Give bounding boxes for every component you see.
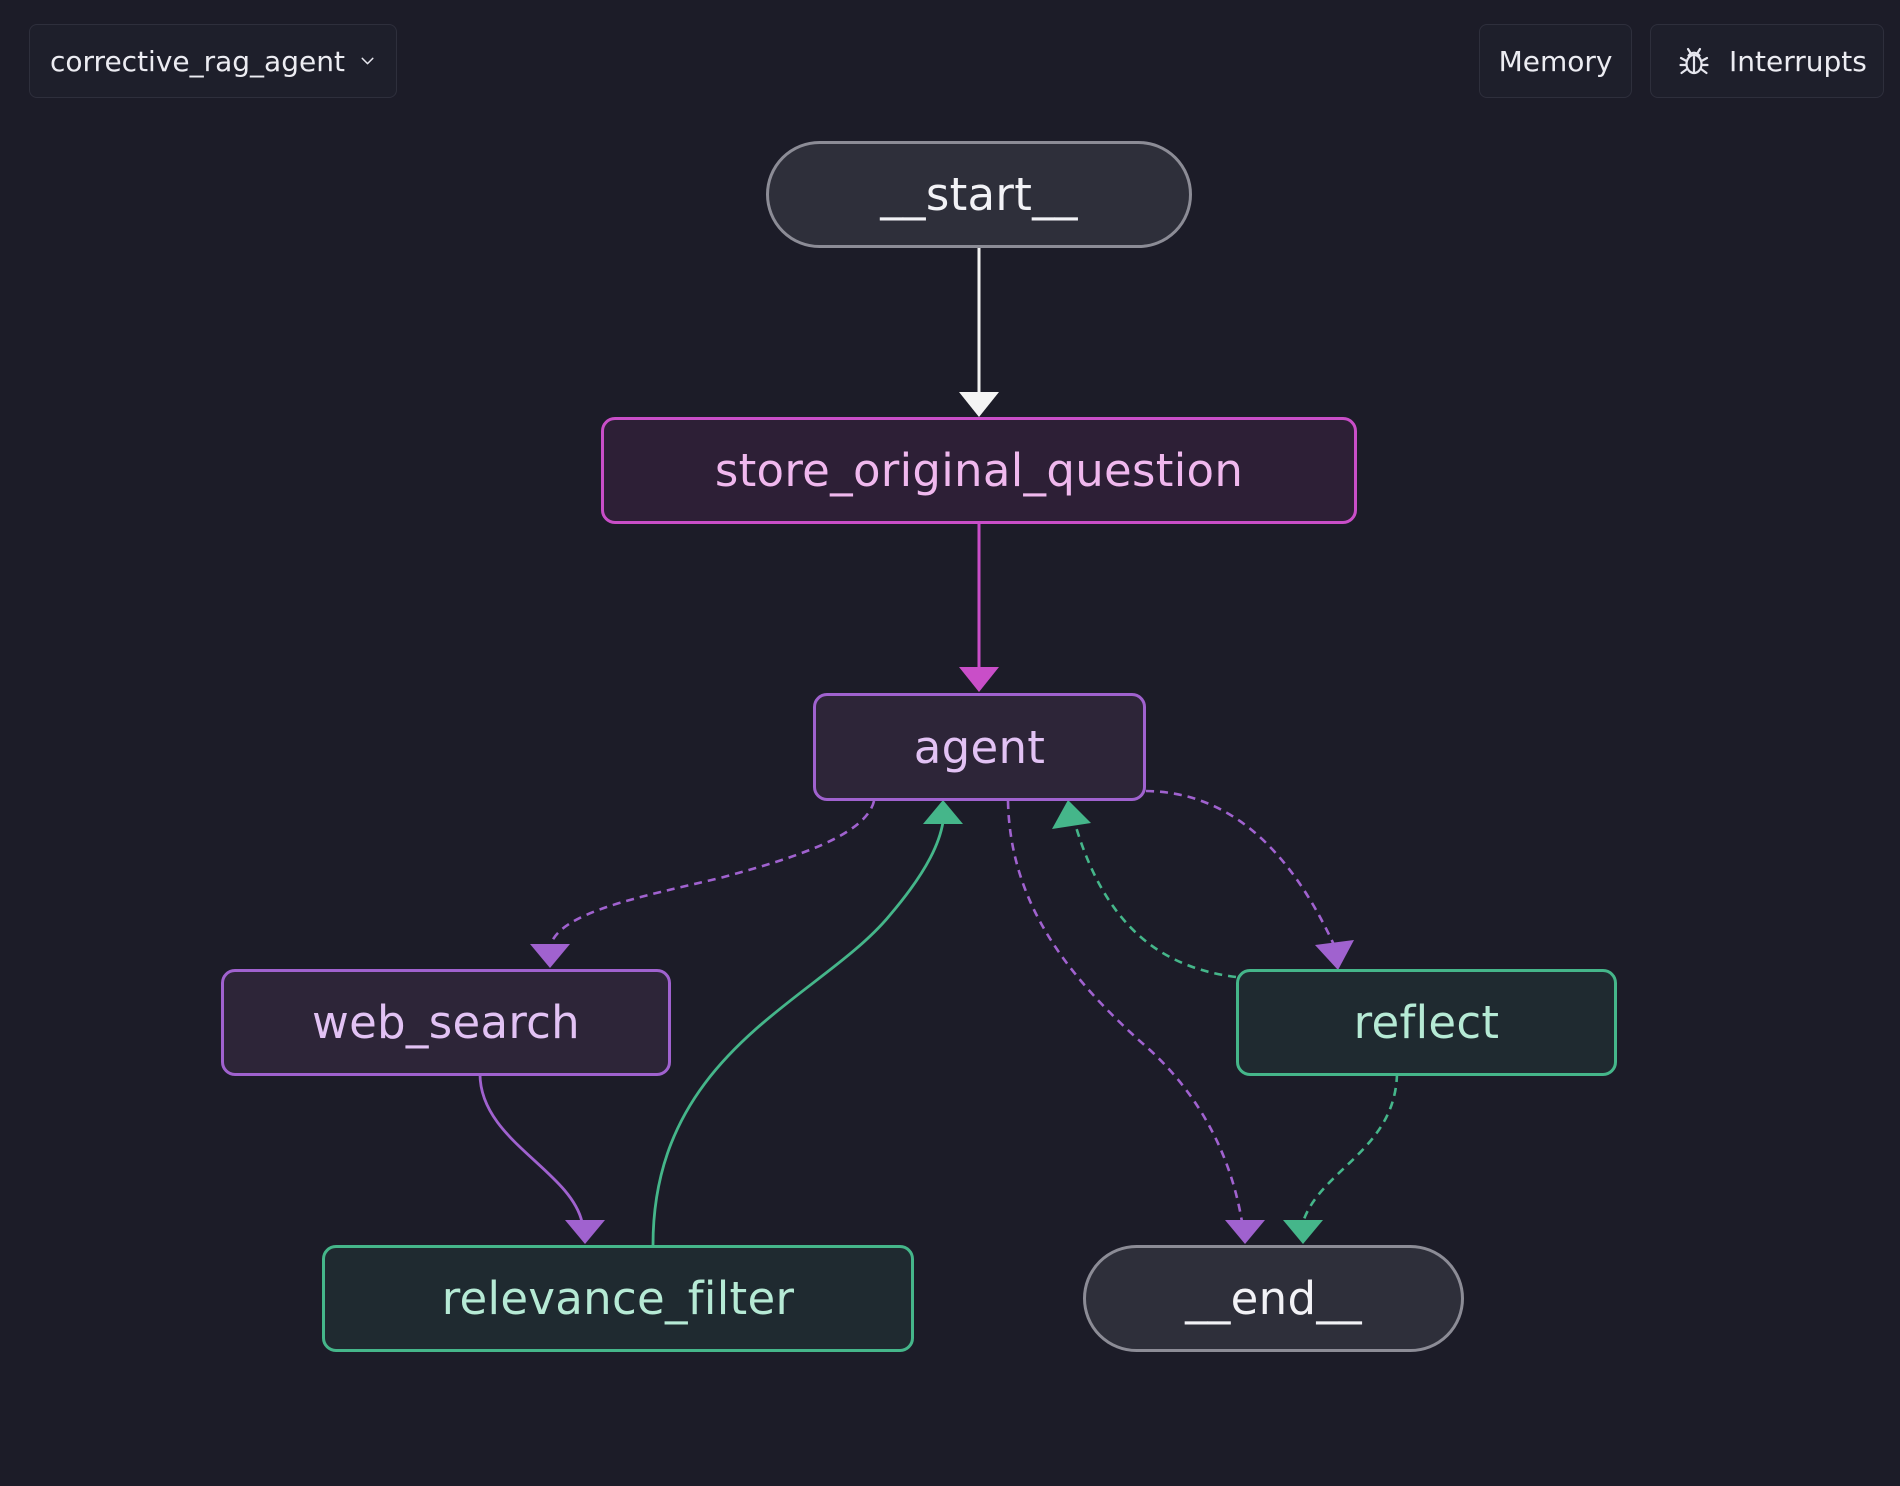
- edge-web-search-to-relevance-filter: [478, 1073, 584, 1223]
- node-relevance-filter[interactable]: relevance_filter: [322, 1245, 914, 1352]
- edge-agent-to-reflect: [1145, 789, 1336, 946]
- memory-button[interactable]: Memory: [1479, 24, 1632, 98]
- node-store-original-question[interactable]: store_original_question: [601, 417, 1357, 524]
- node-reflect-label: reflect: [1353, 996, 1500, 1049]
- graph-selector-label: corrective_rag_agent: [50, 44, 345, 78]
- node-store-original-question-label: store_original_question: [714, 444, 1244, 497]
- edge-reflect-to-agent: [1072, 819, 1237, 979]
- arrowhead-web-search: [530, 944, 570, 968]
- node-relevance-filter-label: relevance_filter: [441, 1272, 795, 1325]
- node-agent-label: agent: [913, 720, 1046, 774]
- node-start-label: __start__: [880, 168, 1078, 221]
- edge-agent-to-web-search: [548, 800, 876, 947]
- arrowhead-agent-top: [959, 667, 999, 692]
- node-end[interactable]: __end__: [1083, 1245, 1464, 1352]
- edge-agent-to-end: [1006, 800, 1244, 1223]
- node-web-search-label: web_search: [311, 996, 581, 1049]
- arrowhead-agent-from-reflect: [1052, 800, 1091, 829]
- memory-button-label: Memory: [1498, 44, 1613, 78]
- arrowhead-store: [959, 392, 999, 417]
- edge-relevance-filter-to-agent: [651, 821, 945, 1246]
- interrupts-button-label: Interrupts: [1729, 44, 1867, 78]
- arrowhead-end-green: [1283, 1220, 1323, 1244]
- interrupts-button[interactable]: Interrupts: [1650, 24, 1884, 98]
- chevron-down-icon: [361, 57, 374, 65]
- node-start[interactable]: __start__: [766, 141, 1192, 248]
- node-web-search[interactable]: web_search: [221, 969, 671, 1076]
- node-end-label: __end__: [1185, 1272, 1362, 1325]
- graph-selector-dropdown[interactable]: corrective_rag_agent: [29, 24, 397, 98]
- arrowhead-agent-from-relevance: [923, 800, 963, 824]
- edge-reflect-to-end: [1301, 1073, 1399, 1223]
- arrowhead-end-purple: [1225, 1220, 1265, 1244]
- arrowhead-relevance-filter: [565, 1220, 605, 1244]
- node-agent[interactable]: agent: [813, 693, 1146, 801]
- node-reflect[interactable]: reflect: [1236, 969, 1617, 1076]
- bug-icon: [1679, 47, 1709, 75]
- arrowhead-reflect: [1315, 940, 1354, 970]
